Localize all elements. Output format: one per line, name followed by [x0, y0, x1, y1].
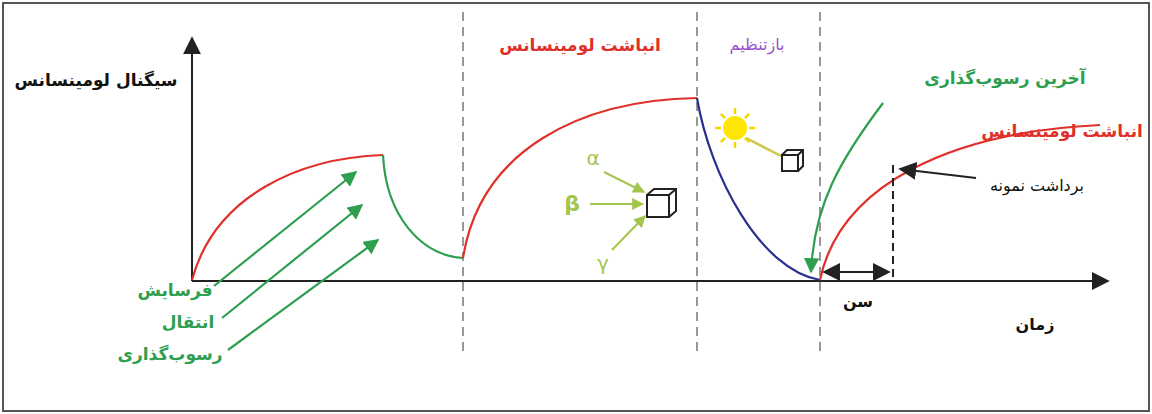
axes	[192, 38, 1108, 281]
radiation-arrows	[590, 172, 645, 250]
phase-label: بازتنظیم	[730, 35, 785, 54]
radiation-symbol: β	[564, 191, 580, 217]
radiation-symbol: α	[586, 146, 599, 170]
signal-curves	[192, 98, 1100, 280]
grain-cube	[647, 189, 676, 217]
axis-title: سیگنال لومینسانس	[14, 70, 177, 90]
process-label: فرسایش	[137, 280, 212, 300]
axis-title: زمان	[1016, 315, 1055, 334]
small-cube	[782, 150, 803, 171]
event-label: برداشت نمونه	[990, 176, 1084, 195]
process-label: رسوب‌گذاری	[117, 344, 222, 364]
phase-label: انباشت لومینسانس	[981, 121, 1143, 141]
sample-markers	[824, 165, 976, 281]
process-label: انتقال	[162, 312, 215, 332]
process-arrows	[214, 172, 378, 350]
sun	[715, 108, 781, 156]
dividers	[463, 12, 820, 352]
phase-label: انباشت لومینسانس	[499, 35, 661, 55]
phase-label: آخرین رسوب‌گذاری	[924, 68, 1085, 88]
radiation-symbol: γ	[597, 251, 609, 275]
age-label: سن	[843, 292, 873, 311]
frame	[3, 3, 1149, 411]
